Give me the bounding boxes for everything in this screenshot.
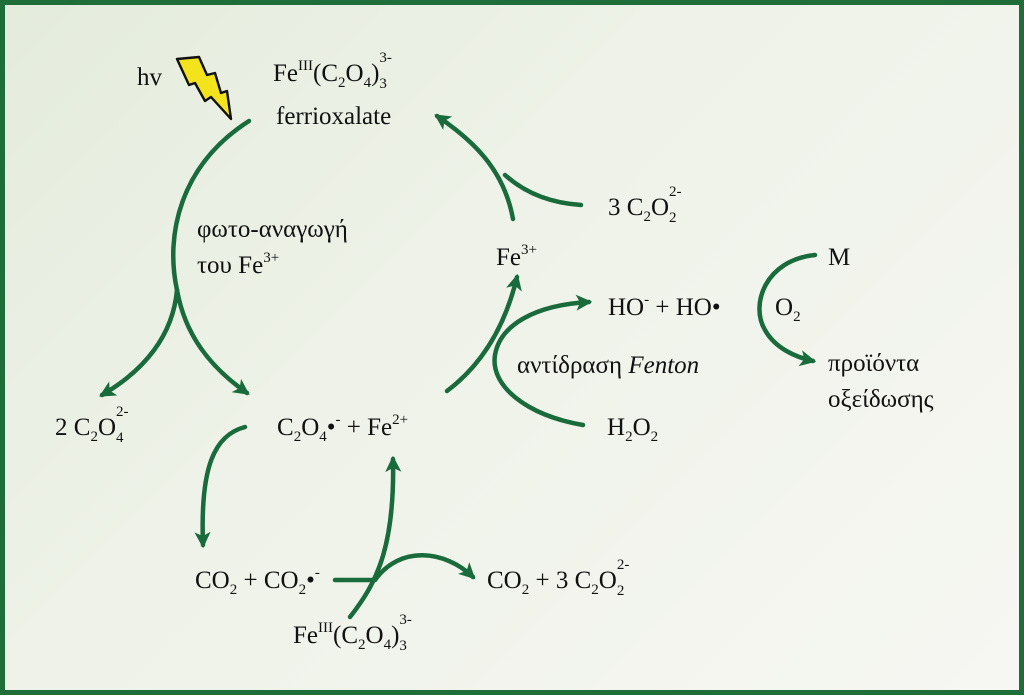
hydroxyl-label: HO- + HO•: [608, 292, 721, 321]
co2-co2-radical-label: CO2 + CO2•-: [195, 565, 320, 598]
arrow-to-co2-3c2o2: [372, 553, 476, 583]
arrow-fe3-to-ferrioxalate: [434, 113, 516, 222]
arrow-c2o2-join: [502, 172, 584, 208]
arrow-to-c2o4-radical: [174, 287, 250, 396]
arrow-ferrioxalate-to-fe2: [347, 455, 402, 620]
reaction-arrows: [99, 113, 818, 620]
lightning-bolt-icon: [175, 55, 233, 121]
arrow-to-2-c2o4: [99, 287, 180, 398]
arrow-fe2-to-fe3: [444, 273, 522, 394]
oxalate-radical-fe2-label: C2O4•- + Fe2+: [277, 412, 409, 445]
h2o2-label: H2O2: [607, 414, 659, 445]
fenton-reaction-label: αντίδραση Fenton: [517, 352, 700, 379]
oxidation-products-line2: οξείδωσης: [828, 386, 934, 413]
hv-label: hv: [137, 64, 162, 91]
ferrioxalate-name: ferrioxalate: [276, 103, 392, 130]
arrow-ferrioxalate-split: [171, 118, 252, 293]
photoreduction-label-line2: του Fe3+: [197, 250, 280, 279]
arrow-radical-to-co2: [194, 424, 248, 549]
m-label: M: [828, 244, 851, 271]
fe3-label: Fe3+: [496, 242, 537, 271]
o2-label: O2: [775, 294, 801, 325]
oxidation-products-line1: προϊόντα: [828, 350, 920, 377]
arrow-fenton-to-hydroxyl: [492, 294, 593, 428]
arrow-m-to-products: [757, 252, 818, 367]
photoreduction-label-line1: φωτο-αναγωγή: [197, 216, 348, 243]
